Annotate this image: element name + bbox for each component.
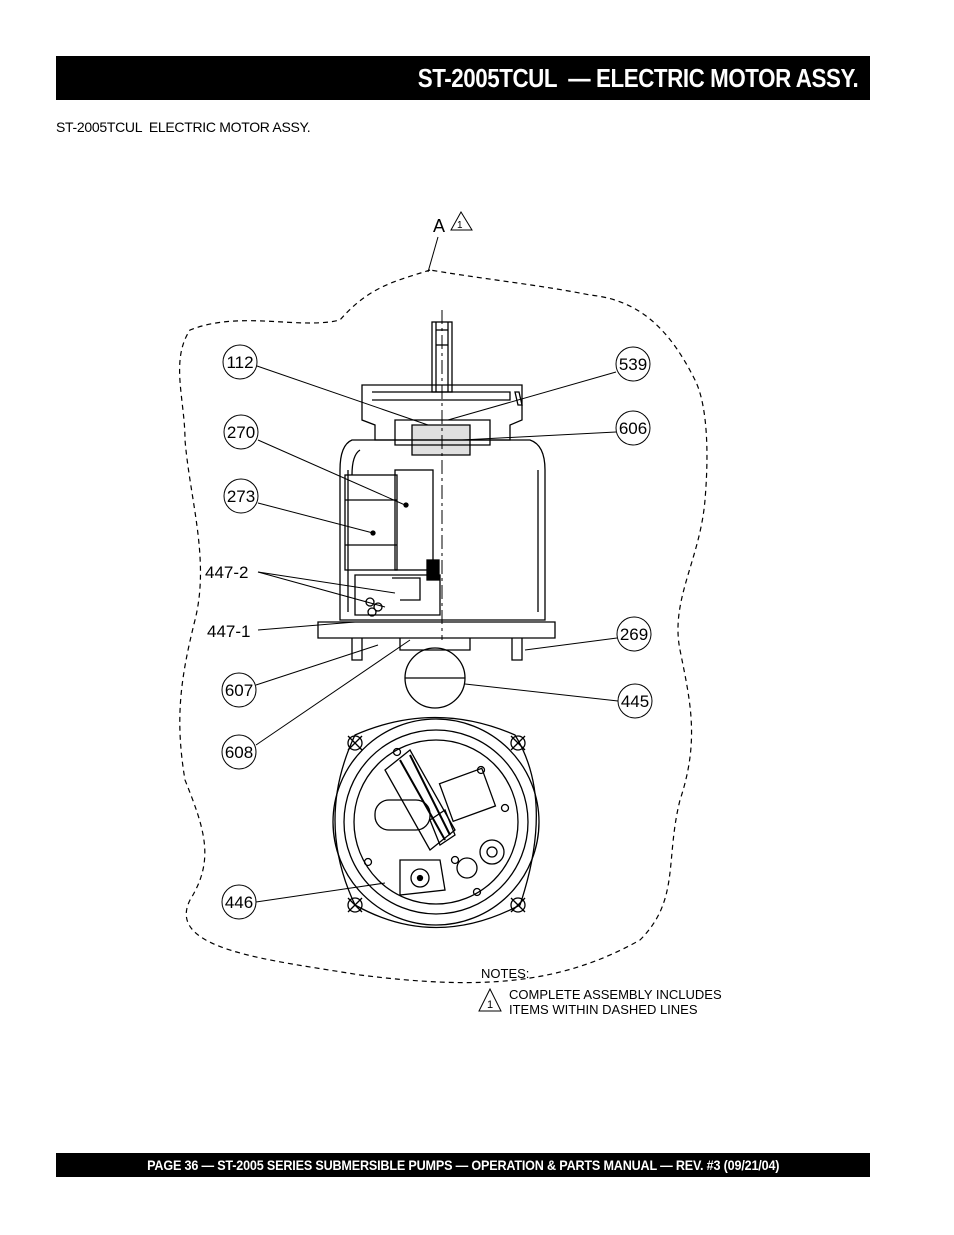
notes-flag-number: 1 [487,999,493,1011]
svg-text:112: 112 [226,353,253,372]
callout-607: 607 [221,644,379,708]
svg-text:607: 607 [225,681,253,700]
motor-bottom-view [332,716,540,929]
notes-flag-icon [478,987,502,1012]
notes-line-2: ITEMS WITHIN DASHED LINES [509,1002,698,1017]
svg-text:447-2: 447-2 [205,563,248,582]
svg-text:269: 269 [620,625,648,644]
svg-text:539: 539 [619,355,647,374]
figure-caption: ST-2005TCUL ELECTRIC MOTOR ASSY. [56,119,311,135]
callout-446: 446 [221,882,386,920]
svg-text:445: 445 [621,692,649,711]
page-footer: PAGE 36 — ST-2005 SERIES SUBMERSIBLE PUM… [146,1157,780,1173]
assembly-flag-number: 1 [457,220,463,231]
callout-608: 608 [221,639,411,770]
page-title: ST-2005TCUL — ELECTRIC MOTOR ASSY. [417,62,858,93]
callout-270: 270 [223,414,406,506]
svg-text:606: 606 [619,419,647,438]
callout-269: 269 [524,616,652,652]
page-title-bar: ST-2005TCUL — ELECTRIC MOTOR ASSY. [56,56,870,100]
assembly-boundary [179,269,708,984]
revision-flag-icon [450,211,473,231]
callout-447-1: 447-1 [207,621,356,641]
assembly-label: A [433,216,445,236]
notes-line-1: COMPLETE ASSEMBLY INCLUDES [509,987,722,1002]
svg-text:273: 273 [227,487,255,506]
callout-273: 273 [223,478,374,534]
svg-text:447-1: 447-1 [207,622,250,641]
notes-block: NOTES: 1 COMPLETE ASSEMBLY INCLUDES ITEM… [478,966,722,1017]
svg-text:608: 608 [225,743,253,762]
page-footer-bar: PAGE 36 — ST-2005 SERIES SUBMERSIBLE PUM… [56,1153,870,1177]
notes-heading: NOTES: [481,966,529,981]
svg-text:446: 446 [225,893,253,912]
callout-112: 112 [222,344,429,426]
callout-539: 539 [447,346,651,421]
callout-445: 445 [464,683,653,719]
svg-text:270: 270 [227,423,255,442]
callout-606: 606 [461,410,651,446]
motor-elevation [317,310,556,709]
callout-447-2: 447-2 [205,563,396,608]
